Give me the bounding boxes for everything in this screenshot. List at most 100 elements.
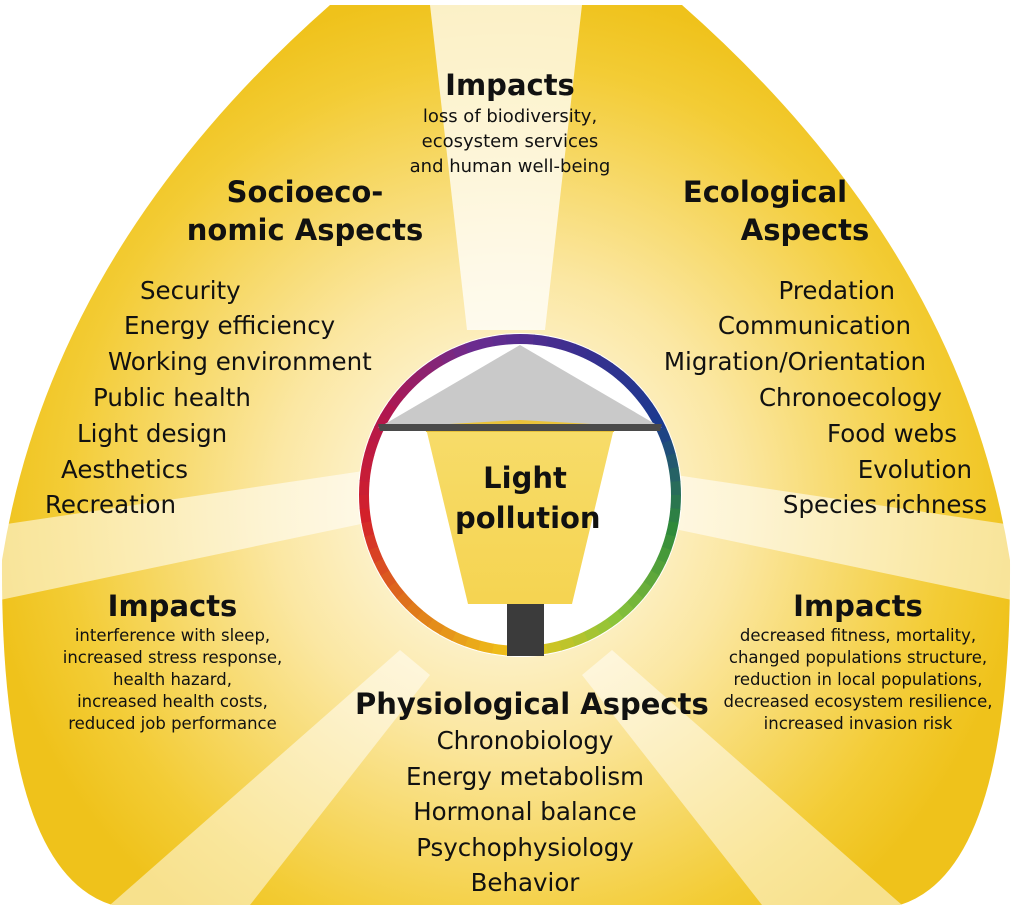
impact-line: ecosystem services bbox=[421, 131, 599, 152]
spectrum-ring-segment bbox=[571, 343, 589, 359]
spectrum-ring-segment bbox=[427, 355, 446, 372]
ecological-item: Evolution bbox=[857, 455, 972, 484]
spectrum-ring-segment bbox=[635, 581, 652, 600]
spectrum-ring-segment bbox=[668, 467, 681, 483]
left-impacts-title: Impacts bbox=[107, 589, 238, 623]
spectrum-ring-segment bbox=[594, 618, 613, 635]
spectrum-ring-segment bbox=[519, 334, 535, 345]
spectrum-ring-segment bbox=[665, 453, 679, 470]
spectrum-ring-segment bbox=[583, 349, 602, 365]
spectrum-ring-segment bbox=[359, 507, 372, 523]
spectrum-ring-segment bbox=[665, 521, 679, 538]
socioeconomic-item: Aesthetics bbox=[61, 455, 189, 484]
spectrum-ring-segment bbox=[464, 636, 481, 651]
beam-top bbox=[430, 5, 582, 330]
spectrum-ring-segment bbox=[656, 426, 672, 445]
physiological-item: Energy metabolism bbox=[406, 761, 644, 791]
spectrum-ring-segment bbox=[558, 636, 576, 651]
spectrum-ring-segment bbox=[415, 610, 434, 627]
right-impacts: Impacts decreased fitness, mortality, ch… bbox=[703, 587, 1012, 735]
physiological-item: Psychophysiology bbox=[416, 832, 634, 862]
spectrum-ring-segment bbox=[368, 426, 384, 444]
impact-line: increased stress response, bbox=[62, 648, 283, 667]
socioeconomic-title-line: nomic Aspects bbox=[186, 213, 424, 247]
spectrum-ring-segment bbox=[533, 334, 549, 347]
physiological-item: Hormonal balance bbox=[413, 797, 637, 826]
socioeconomic-item: Energy efficiency bbox=[124, 311, 336, 340]
center-title: Light pollution bbox=[455, 458, 601, 538]
ecological-title-line: Ecological bbox=[682, 175, 848, 209]
spectrum-ring-segment bbox=[380, 402, 397, 420]
spectrum-ring-segment bbox=[438, 625, 457, 641]
impact-line: health hazard, bbox=[112, 670, 233, 689]
spectrum-ring-segment bbox=[416, 362, 434, 380]
spectrum-ring-segment bbox=[668, 508, 681, 524]
spectrum-ring-segment bbox=[595, 355, 613, 372]
spectrum-ring bbox=[359, 334, 681, 656]
ecological-item: Migration/Orientation bbox=[663, 347, 926, 376]
impact-line: interference with sleep, bbox=[74, 626, 271, 645]
ecological-item: Chronoecology bbox=[758, 383, 942, 412]
spectrum-ring-segment bbox=[368, 545, 384, 564]
socioeconomic-title: Socioeco- nomic Aspects bbox=[185, 173, 425, 249]
top-impacts-title: Impacts bbox=[445, 68, 575, 102]
socioeconomic-item: Working environment bbox=[108, 347, 372, 376]
spectrum-ring-segment bbox=[451, 343, 470, 359]
impact-line: increased health costs, bbox=[77, 692, 268, 711]
spectrum-ring-segment bbox=[478, 336, 495, 350]
physiological-item: Chronobiology bbox=[436, 726, 614, 755]
lamp-shade bbox=[425, 424, 615, 604]
spectrum-ring-segment bbox=[364, 439, 379, 456]
impact-line: and human well-being bbox=[409, 156, 611, 177]
ecological-title: Ecological Aspects bbox=[640, 173, 890, 249]
spectrum-ring-segment bbox=[670, 480, 681, 496]
ecological-item: Food webs bbox=[827, 419, 957, 448]
spectrum-ring-segment bbox=[656, 546, 672, 564]
impact-line: changed populations structure, bbox=[728, 648, 988, 667]
spectrum-ring-segment bbox=[650, 558, 666, 577]
spectrum-ring-segment bbox=[380, 569, 397, 588]
spectrum-ring-segment bbox=[387, 581, 405, 599]
spectrum-ring-segment bbox=[670, 494, 681, 510]
spectrum-ring-segment bbox=[364, 533, 379, 551]
impact-line: loss of biodiversity, bbox=[422, 106, 598, 127]
beam-right bbox=[632, 470, 1012, 600]
socioeconomic-item: Recreation bbox=[45, 490, 177, 519]
left-impacts: Impacts interference with sleep, increas… bbox=[40, 587, 305, 735]
lamp-cap-rim bbox=[378, 424, 662, 431]
spectrum-ring-segment bbox=[464, 339, 482, 354]
spectrum-ring-segment bbox=[643, 402, 660, 421]
right-impacts-title: Impacts bbox=[793, 589, 923, 623]
spectrum-ring-segment bbox=[505, 334, 521, 345]
spectrum-ring-segment bbox=[359, 480, 370, 496]
ecological-item: Predation bbox=[778, 276, 895, 305]
physiological-title: Physiological Aspects bbox=[355, 687, 709, 721]
impact-line: decreased ecosystem resilience, bbox=[723, 692, 993, 711]
spectrum-ring-segment bbox=[427, 618, 445, 635]
physiological-aspects: Physiological Aspects Chronobiology Ener… bbox=[355, 685, 709, 901]
physiological-item: Behavior bbox=[470, 868, 580, 897]
spectrum-ring-segment bbox=[477, 640, 494, 654]
socioeconomic-item: Security bbox=[140, 276, 241, 305]
spectrum-ring-segment bbox=[545, 640, 562, 654]
impact-line: reduction in local populations, bbox=[733, 670, 983, 689]
lamp-pole bbox=[507, 604, 544, 656]
top-impacts: Impacts loss of biodiversity, ecosystem … bbox=[375, 66, 645, 179]
socioeconomic-item: Light design bbox=[77, 419, 228, 448]
spectrum-ring-segment bbox=[361, 520, 375, 537]
impact-line: increased invasion risk bbox=[763, 714, 953, 733]
spectrum-ring-segment bbox=[635, 391, 653, 409]
spectrum-ring-segment bbox=[606, 610, 624, 628]
lamp-cap bbox=[378, 345, 662, 428]
spectrum-ring-segment bbox=[491, 643, 507, 656]
socioeconomic-item: Public health bbox=[93, 383, 251, 412]
impact-line: decreased fitness, mortality, bbox=[739, 626, 977, 645]
spectrum-ring-segment bbox=[643, 570, 660, 588]
center-title-line: Light bbox=[483, 461, 567, 495]
spectrum-ring-segment bbox=[451, 631, 469, 647]
spectrum-ring-segment bbox=[359, 466, 372, 482]
spectrum-ring-segment bbox=[546, 336, 563, 350]
ecological-title-line: Aspects bbox=[740, 213, 870, 247]
